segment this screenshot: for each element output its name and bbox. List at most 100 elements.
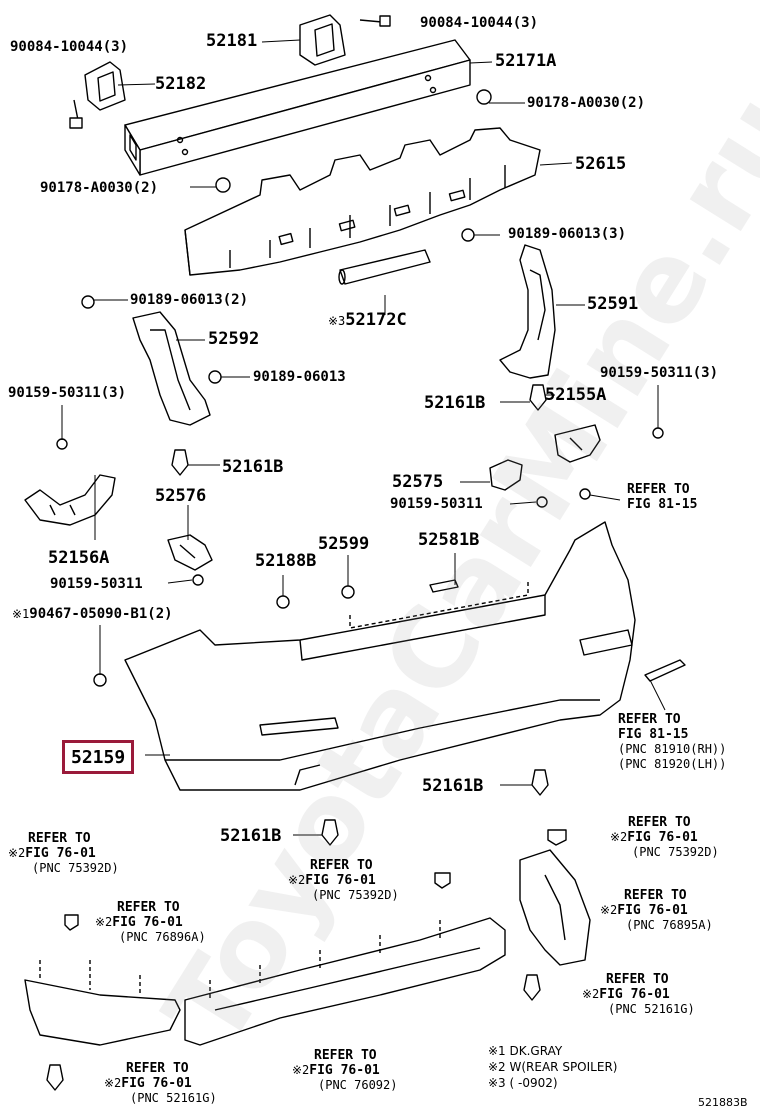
fastener-90084-10044-b[interactable]: 90084-10044(3) [10, 39, 129, 55]
bumper-cover-52159[interactable] [124, 521, 636, 791]
part-52188B[interactable]: 52188B [255, 551, 317, 571]
bracket-52592[interactable] [132, 311, 211, 426]
fastener-90189-06013-a[interactable]: 90189-06013(3) [508, 226, 627, 242]
part-52575[interactable]: 52575 [392, 472, 444, 492]
part-52591[interactable]: 52591 [587, 294, 639, 314]
part-52599[interactable]: 52599 [318, 534, 370, 554]
bolt-icon [69, 15, 492, 193]
refer-pnc: (PNC 76895A) [626, 918, 713, 932]
fastener-90467-number: 90467-05090-B1(2) [29, 606, 173, 622]
part-52182[interactable]: 52182 [155, 74, 207, 94]
part-52161B-c[interactable]: 52161B [422, 776, 484, 796]
retainer-52576[interactable] [167, 534, 213, 571]
mark-2: ※2 [600, 903, 618, 917]
retainer-52155A[interactable] [554, 424, 601, 463]
fastener-90178-A0030-b[interactable]: 90178-A0030(2) [40, 180, 159, 196]
diagram-code: 521883B [698, 1096, 748, 1109]
fastener-90084-10044-a[interactable]: 90084-10044(3) [420, 15, 539, 31]
fastener-90159-50311-a[interactable]: 90159-50311(3) [8, 385, 127, 401]
refer-to-label: REFER TO [624, 888, 687, 903]
mark-2: ※2 [610, 830, 628, 844]
refer-pnc-81920: (PNC 81920(LH)) [618, 757, 727, 771]
refer-pnc: (PNC 52161G) [608, 1002, 695, 1016]
refer-fig-76-01-52161-right[interactable]: REFER TO ※2FIG 76-01 (PNC 52161G) [582, 972, 695, 1017]
part-52159-highlighted[interactable]: 52159 [62, 740, 135, 774]
notes-legend: ※1 DK.GRAY ※2 W(REAR SPOILER) ※3 ( -0902… [488, 1043, 617, 1091]
refer-fig: FIG 76-01 [617, 903, 688, 918]
retainer-52156A[interactable] [24, 474, 116, 526]
part-52171A[interactable]: 52171A [495, 51, 557, 71]
refer-to-label: REFER TO [606, 972, 669, 987]
part-52615[interactable]: 52615 [575, 154, 627, 174]
refer-fig: FIG 76-01 [121, 1076, 192, 1091]
refer-pnc: (PNC 75392D) [312, 888, 399, 902]
reflector-strip[interactable] [644, 659, 686, 682]
bracket-52181[interactable] [299, 14, 346, 66]
refer-fig: FIG 76-01 [305, 873, 376, 888]
refer-to-label: REFER TO [314, 1048, 377, 1063]
refer-pnc: (PNC 52161G) [130, 1091, 217, 1105]
spoiler-right[interactable] [519, 849, 591, 966]
refer-to-label: REFER TO [126, 1061, 189, 1076]
fastener-90178-A0030-a[interactable]: 90178-A0030(2) [527, 95, 646, 111]
refer-fig-81-15-bottom[interactable]: REFER TO FIG 81-15 (PNC 81910(RH)) (PNC … [618, 712, 726, 772]
mark-2: ※2 [8, 846, 26, 860]
fastener-90467-05090-B1[interactable]: ※190467-05090-B1(2) [12, 607, 173, 621]
part-52161B-b[interactable]: 52161B [222, 457, 284, 477]
refer-fig: FIG 76-01 [627, 830, 698, 845]
refer-to-label: REFER TO [28, 831, 91, 846]
refer-fig-76-01-75392-center[interactable]: REFER TO ※2FIG 76-01 (PNC 75392D) [288, 858, 399, 903]
refer-pnc: (PNC 76896A) [119, 930, 206, 944]
energy-absorber-52615[interactable] [184, 127, 541, 276]
part-52181[interactable]: 52181 [206, 31, 258, 51]
refer-fig-76-01-75392-right[interactable]: REFER TO ※2FIG 76-01 (PNC 75392D) [610, 815, 719, 860]
part-52155A[interactable]: 52155A [545, 385, 607, 405]
spoiler-center[interactable] [184, 917, 506, 1046]
refer-fig-76-01-76896[interactable]: REFER TO ※2FIG 76-01 (PNC 76896A) [95, 900, 206, 945]
refer-fig-76-01-76895[interactable]: REFER TO ※2FIG 76-01 (PNC 76895A) [600, 888, 713, 933]
bracket-52182[interactable] [84, 61, 126, 111]
mark-1: ※1 [12, 607, 30, 621]
refer-to-label: REFER TO [628, 815, 691, 830]
refer-fig: FIG 76-01 [112, 915, 183, 930]
fastener-90189-06013-b[interactable]: 90189-06013(2) [130, 292, 249, 308]
note-2: ※2 W(REAR SPOILER) [488, 1060, 618, 1074]
part-52161B-d[interactable]: 52161B [220, 826, 282, 846]
bracket-52591[interactable] [499, 244, 556, 379]
refer-to-label: REFER TO [117, 900, 180, 915]
part-52592[interactable]: 52592 [208, 329, 260, 349]
refer-pnc: (PNC 75392D) [32, 861, 119, 875]
mark-2: ※2 [582, 987, 600, 1001]
refer-to-label: REFER TO [310, 858, 373, 873]
fastener-90159-50311-d[interactable]: 90159-50311 [50, 576, 143, 592]
reinforcement-bar-52171A[interactable] [124, 39, 471, 176]
part-52576[interactable]: 52576 [155, 486, 207, 506]
retainer-52575[interactable] [489, 459, 523, 491]
refer-to-label: REFER TO [627, 482, 690, 497]
mark-2: ※2 [95, 915, 113, 929]
refer-fig-81-15-top[interactable]: REFER TO FIG 81-15 [627, 482, 697, 512]
refer-fig-76-01-76092[interactable]: REFER TO ※2FIG 76-01 (PNC 76092) [292, 1048, 397, 1093]
fastener-90159-50311-c[interactable]: 90159-50311 [390, 496, 483, 512]
part-52161B-a[interactable]: 52161B [424, 393, 486, 413]
refer-pnc: (PNC 75392D) [632, 845, 719, 859]
fastener-90189-06013-c[interactable]: 90189-06013 [253, 369, 346, 385]
note-3: ※3 ( -0902) [488, 1076, 558, 1090]
refer-fig-76-01-52161-left[interactable]: REFER TO ※2FIG 76-01 (PNC 52161G) [104, 1061, 217, 1106]
part-52156A[interactable]: 52156A [48, 548, 110, 568]
mark-2: ※2 [292, 1063, 310, 1077]
part-52172C[interactable]: ※352172C [328, 312, 407, 329]
refer-fig: FIG 76-01 [309, 1063, 380, 1078]
refer-fig: FIG 81-15 [627, 497, 698, 512]
spoiler-left[interactable] [24, 960, 181, 1046]
mark-3: ※3 [328, 314, 346, 328]
refer-fig: FIG 76-01 [25, 846, 96, 861]
fastener-90159-50311-b[interactable]: 90159-50311(3) [600, 365, 719, 381]
refer-fig-76-01-75392-left[interactable]: REFER TO ※2FIG 76-01 (PNC 75392D) [8, 831, 119, 876]
tube-52172C[interactable] [338, 249, 431, 285]
mark-2: ※2 [288, 873, 306, 887]
refer-fig: FIG 76-01 [599, 987, 670, 1002]
clip-icon [46, 384, 567, 1091]
part-52581B[interactable]: 52581B [418, 530, 480, 550]
